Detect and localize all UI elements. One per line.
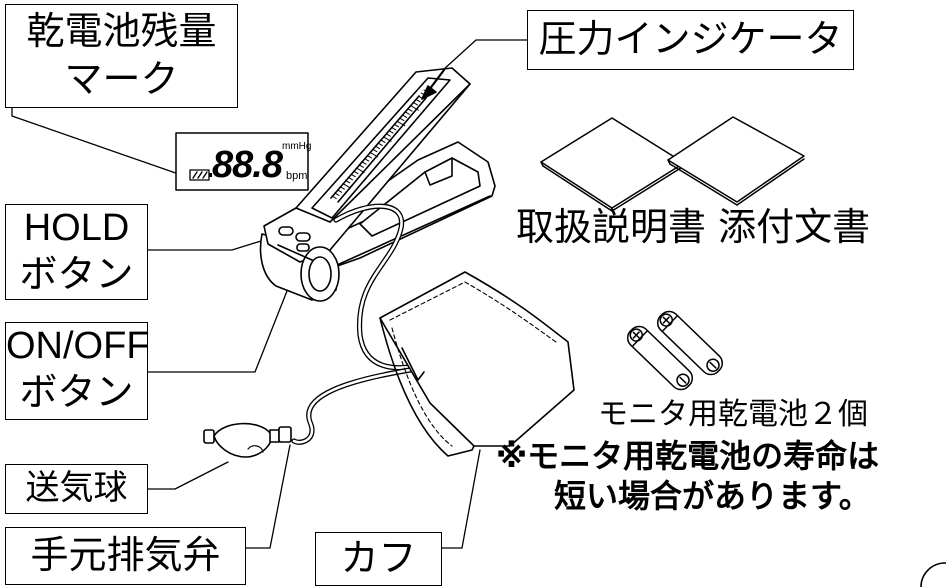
- gauge-tick: [396, 120, 406, 127]
- label-release-valve: 手元排気弁: [5, 527, 246, 585]
- gauge-tick: [363, 158, 370, 162]
- label-cuff: カフ: [315, 532, 442, 586]
- gauge-tick: [404, 111, 410, 115]
- gauge-tick: [347, 176, 354, 181]
- gauge-tick: [388, 130, 394, 134]
- gauge-tick: [412, 101, 418, 106]
- monitor-body: [259, 67, 471, 302]
- gauge-tick: [342, 183, 352, 189]
- gauge-tick: [331, 195, 337, 199]
- cuff: [379, 271, 575, 457]
- label-pressure-indicator: 圧力インジケータ: [527, 10, 854, 70]
- gauge-tick: [374, 145, 381, 150]
- gauge-tick: [336, 189, 343, 193]
- battery-pair: [626, 310, 724, 391]
- gauge-tick: [350, 173, 356, 178]
- corner-circle: [920, 562, 946, 587]
- label-manuals: 取扱説明書 添付文書: [516, 205, 871, 249]
- label-onoff-button: ON/OFF ボタン: [5, 322, 150, 420]
- label-bulb: 送気球: [5, 464, 148, 514]
- gauge-tick: [391, 126, 397, 131]
- lcd-unit-bpm: bpm: [286, 170, 308, 182]
- gauge-tick: [372, 148, 378, 153]
- manual-sheets: [540, 116, 805, 212]
- gauge-tick: [334, 192, 340, 196]
- gauge-tick: [355, 167, 365, 173]
- label-onoff-button-line2: ボタン: [19, 370, 134, 414]
- gauge-tick: [361, 161, 367, 165]
- label-hold-button: HOLD ボタン: [5, 204, 148, 300]
- gauge-tick: [382, 136, 392, 142]
- inflation-bulb: [203, 422, 292, 458]
- gauge-tick: [415, 98, 421, 103]
- gauge-tick: [339, 186, 345, 190]
- label-battery-mark: 乾電池残量 マーク: [5, 4, 238, 108]
- label-hold-button-line2: ボタン: [19, 252, 134, 296]
- leader-lines: [11, 39, 528, 549]
- label-onoff-button-line1: ON/OFF: [6, 325, 150, 367]
- gauge-tick: [409, 105, 419, 111]
- note-battery-life-line2: 短い場合があります。: [554, 477, 871, 515]
- air-hose: [291, 203, 433, 445]
- label-battery-mark-line1: 乾電池残量: [26, 9, 217, 53]
- lcd-digits: 88.8: [212, 144, 283, 186]
- gauge-tick: [399, 117, 405, 122]
- gauge-tick: [380, 139, 386, 143]
- gauge-tick: [366, 154, 372, 159]
- label-battery-mark-line2: マーク: [64, 57, 179, 101]
- gauge-tick: [353, 170, 359, 175]
- gauge-tick: [407, 108, 413, 112]
- gauge-tick: [401, 114, 408, 118]
- gauge-tick: [345, 179, 351, 184]
- note-battery-life-line1: ※モニタ用乾電池の寿命は: [496, 437, 880, 475]
- label-batteries: モニタ用乾電池２個: [598, 397, 868, 432]
- gauge-tick: [393, 123, 400, 128]
- pressure-arrow: [421, 68, 446, 100]
- lcd-panel: [175, 132, 309, 191]
- gauge-tick: [377, 142, 383, 146]
- gauge-tick: [369, 151, 379, 158]
- label-hold-button-line1: HOLD: [23, 207, 130, 249]
- lcd-unit-mmhg: mmHg: [282, 141, 312, 152]
- gauge-tick: [385, 133, 391, 137]
- gauge-tick: [358, 164, 364, 168]
